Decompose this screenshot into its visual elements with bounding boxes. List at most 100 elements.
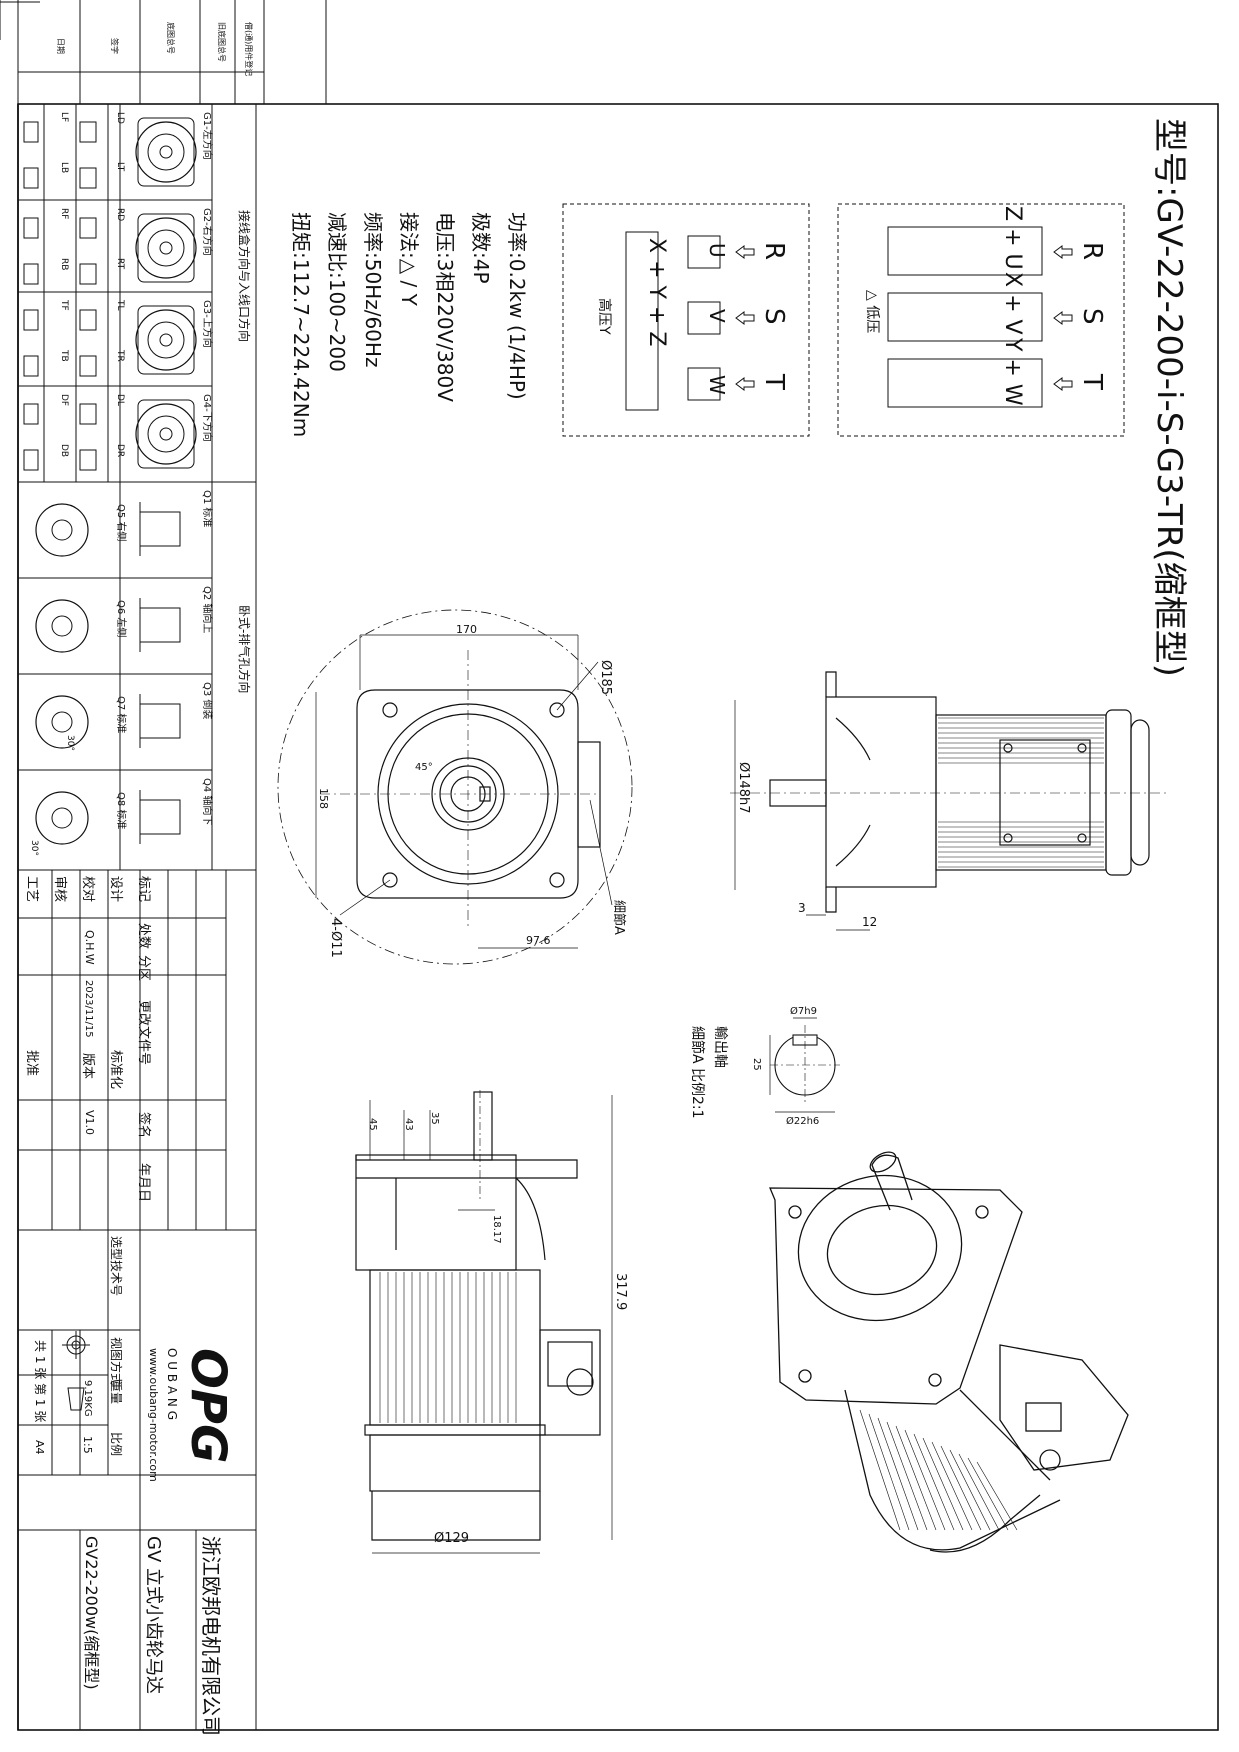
group-name-3: G4-下方向 [201,394,214,442]
spec-5: 减速比:100~200 [325,212,349,372]
shaft-icon [159,427,173,441]
tb-selection: 选型技术号 [109,1236,123,1296]
dim-3: 3 [798,901,806,915]
shaft-icon [159,145,173,159]
wye-terminal-1: V [705,309,729,323]
tb-view-label: 视图方式 [109,1337,124,1385]
fin-line [967,1457,1009,1531]
revision-header [17,0,265,104]
company-name: 浙江欧邦电机有限公司 [199,1536,223,1736]
code-DF: DF [59,394,69,406]
motor-face-icon [35,503,89,557]
flange-ring-icon [147,415,185,453]
group-name-1: G2-右方向 [201,208,214,256]
dim-18-17: 18.17 [491,1215,502,1244]
mount-b-2: Q7 标准 [115,696,127,733]
tb-change-doc: 更改文件号 [136,1000,151,1065]
tb-standardize: 标准化 [108,1050,123,1089]
fin-line [877,1417,919,1531]
spec-3: 接法:△ / Y [397,212,421,307]
rev-label-4: 签字 [110,38,120,54]
junction-box-icon [23,309,39,331]
mount-a-1: Q2 轴向上 [201,586,214,633]
angle-30-a: 30° [65,735,75,751]
code-TF: TF [59,299,69,311]
dim-317-9: 317.9 [613,1273,628,1310]
tb-signature: 签名 [136,1112,152,1138]
code-DL: DL [115,394,125,406]
delta-pair-box [887,358,1043,408]
website: www.oubang-motor.com [147,1348,160,1482]
wye-phase-S: S [759,308,789,325]
junction-box-icon [23,263,39,285]
code-DB: DB [59,444,69,457]
tb-count: 处数 [136,923,151,949]
junction-box-icon [79,355,97,377]
detail-a-label: 細節A [611,900,626,935]
code-LB: LB [59,162,69,173]
dim-170: 170 [456,623,477,636]
cooling-fins-side [938,717,1104,868]
wye-terminal-0: U [705,243,729,258]
angle-30-b: 30° [29,840,39,856]
wye-phase-T: T [759,373,789,390]
junction-box-icon [79,449,97,471]
arrow-icon [1053,245,1073,259]
tb-date: 2023/11/15 [83,980,94,1038]
delta-phase-R: R [1077,242,1107,260]
junction-box-icon [79,263,97,285]
motor-shaft-icon [51,807,73,829]
code-LF: LF [59,112,69,122]
flange-face-icon [135,403,197,465]
code-RB: RB [59,258,69,270]
code-RD: RD [115,208,125,221]
fin-line [859,1409,901,1531]
flange-face-icon [135,309,197,371]
dim-35: 35 [429,1112,440,1125]
gear-motor-icon [139,703,181,739]
group-name-0: G1-左方向 [201,112,214,160]
shaft-icon [159,333,173,347]
side-view [730,671,1170,931]
junction-box-icon [23,449,39,471]
dim-45: 45° [415,762,433,773]
flange-ring-icon [147,229,185,267]
spec-6: 扭矩:112.7~224.42Nm [289,212,313,437]
gear-motor-icon [139,511,181,547]
tb-version: V1.0 [83,1110,96,1135]
tb-approve: 批准 [24,1050,39,1076]
junction-box-icon [79,167,97,189]
mount-a-3: Q4 轴向下 [201,778,214,825]
rev-label-1: 借(通)用件登记 [244,22,254,76]
spec-0: 功率:0.2kw (1/4HP) [505,212,529,400]
dim-148: Ø148h7 [736,762,751,814]
code-TR: TR [115,349,125,362]
rev-label-3: 底图总号 [166,22,176,54]
tb-weight: 9.19KG [82,1380,93,1417]
dim-25: 25 [751,1058,762,1071]
tb-review: 审核 [52,876,67,902]
junction-box-icon [23,403,39,425]
spec-list: 功率:0.2kw (1/4HP)极数:4P电压:3相220V/380V接法:△ … [289,212,529,437]
dim-4-11: 4-Ø11 [328,918,343,958]
code-RT: RT [115,258,125,270]
rev-label-5: 日期 [56,38,65,54]
spec-2: 电压:3相220V/380V [433,212,457,402]
sheet-border [0,0,1219,1731]
title-block-frame [17,870,256,1730]
dim-97-6: 97.6 [526,934,551,947]
fin-line [886,1421,928,1531]
delta-caption: △ 低压 [864,290,880,333]
code-TL: TL [115,299,125,311]
arrow-icon [1053,377,1073,391]
tb-version-label: 版本 [80,1053,95,1079]
junction-box-icon [79,309,97,331]
tb-process: 工艺 [24,876,39,902]
mount-a-2: Q3 倒装 [201,682,214,719]
delta-pair-box [887,292,1043,342]
arrow-icon [735,377,755,391]
junction-box-icon [79,217,97,239]
detail-scale-label: 細節A 比例2:1 [689,1026,706,1119]
